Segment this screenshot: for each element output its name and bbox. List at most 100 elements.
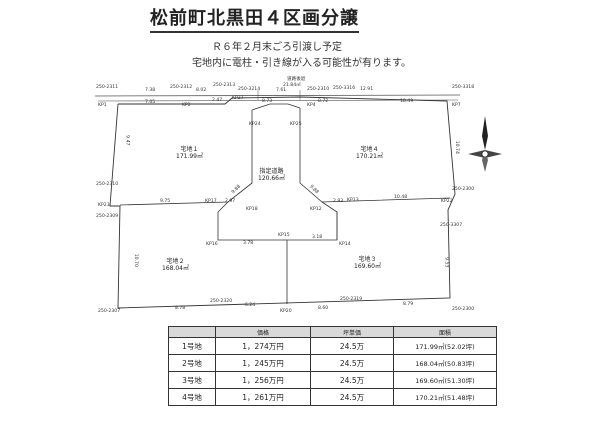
distance: 9.53	[443, 257, 449, 268]
lot1-area: 171.99㎡	[176, 153, 203, 161]
distance: 10.70	[132, 253, 138, 267]
distance: 8.78	[175, 306, 186, 311]
table-row: 3号地 1，256万円 24.5万 169.60㎡(51.30坪)	[168, 371, 497, 389]
table-header: 坪単価	[310, 326, 394, 338]
parcel-no: 250-2310	[307, 87, 330, 92]
distance: 8.73	[262, 99, 273, 104]
distance: 9.75	[160, 199, 171, 204]
distance: 6.24	[245, 303, 256, 308]
road-line-top	[94, 94, 461, 97]
parcel-no: 250-3318	[452, 85, 475, 90]
kp-marker: KP16	[206, 242, 218, 247]
kp-marker: KP27	[232, 96, 244, 101]
kp-marker: KP25	[290, 122, 302, 127]
lot-cell: 4号地	[168, 388, 216, 406]
designated-road-area: 120.66㎡	[258, 175, 285, 183]
price-cell: 1，256万円	[215, 371, 311, 389]
area-cell: 168.04㎡(50.83坪)	[393, 354, 497, 372]
distance: 3.18	[312, 235, 323, 240]
kp-marker: KP13	[347, 198, 359, 203]
parcel-no: 250-2320	[210, 299, 233, 304]
distance: 10.74	[453, 140, 459, 154]
distance: 2.97	[225, 199, 236, 204]
delivery-note: Ｒ６年２月末ごろ引渡し予定	[212, 42, 342, 53]
unit-price-cell: 24.5万	[310, 354, 394, 372]
lot4-area: 170.21㎡	[356, 153, 383, 161]
distance: 3.78	[243, 241, 254, 246]
distance: 7.61	[276, 88, 287, 93]
lot1-name: 宅地１	[180, 146, 199, 153]
distance: 7.05	[145, 100, 156, 105]
area-cell: 171.99㎡(52.02坪)	[393, 337, 497, 355]
distance: 8.02	[196, 88, 207, 93]
kp-marker: KP15	[278, 233, 290, 238]
unit-price-cell: 24.5万	[310, 337, 394, 355]
area-cell: 170.21㎡(51.48坪)	[393, 388, 497, 406]
price-table: 価格 坪単価 面積 1号地 1，274万円 24.5万 171.99㎡(52.0…	[168, 326, 497, 406]
unit-price-cell: 24.5万	[310, 388, 394, 406]
parcel-no: 250-2300	[452, 307, 475, 312]
parcel-no: 250-2311	[96, 85, 119, 90]
lot1-label: 宅地１ 171.99㎡	[176, 146, 203, 160]
area-cell: 169.60㎡(51.30坪)	[393, 371, 497, 389]
table-header	[168, 326, 216, 338]
lot-cell: 1号地	[168, 337, 216, 355]
parcel-no: 250-3316	[333, 86, 356, 91]
lot2-label: 宅地２ 168.04㎡	[162, 258, 189, 272]
parcel-no: 250-2307	[98, 309, 121, 314]
lot3-name: 宅地３	[358, 256, 377, 263]
designated-road-label: 指定道路 120.66㎡	[258, 168, 285, 182]
parcel-no: 250-2309	[96, 214, 119, 219]
unit-price-cell: 24.5万	[310, 371, 394, 389]
kp-marker: KP23	[98, 203, 110, 208]
kp-marker: KP20	[280, 309, 292, 314]
lot3-label: 宅地３ 169.60㎡	[354, 256, 381, 270]
table-row: 2号地 1，245万円 24.5万 168.04㎡(50.83坪)	[168, 354, 497, 372]
distance: 12.91	[360, 87, 374, 92]
table-header-row: 価格 坪単価 面積	[168, 326, 497, 338]
setback-label: 道路後退	[287, 77, 306, 82]
table-header: 価格	[215, 326, 311, 338]
price-cell: 1，245万円	[215, 354, 311, 372]
distance: 10.48	[394, 195, 408, 200]
north-arrow-icon	[468, 116, 502, 172]
kp-marker: KP14	[339, 242, 351, 247]
lot4-name: 宅地４	[360, 146, 379, 153]
table-row: 1号地 1，274万円 24.5万 171.99㎡(52.02坪)	[168, 337, 497, 355]
outer-boundary	[109, 96, 456, 309]
kp-marker: KP2	[182, 103, 191, 108]
parcel-no: 250-3214	[238, 87, 261, 92]
distance: 8.72	[318, 99, 329, 104]
price-cell: 1，274万円	[215, 337, 311, 355]
parcel-no: 250-2313	[213, 83, 236, 88]
distance: 2.93	[333, 199, 344, 204]
table-row: 4号地 1，261万円 24.5万 170.21㎡(51.48坪)	[168, 388, 497, 406]
parcel-no: 250-2319	[340, 297, 363, 302]
kp-marker: KP17	[205, 199, 217, 204]
distance: 2.47	[212, 98, 223, 103]
lot2-area: 168.04㎡	[162, 265, 189, 273]
lot4-label: 宅地４ 170.21㎡	[356, 146, 383, 160]
parcel-no: 250-2310	[96, 182, 119, 187]
kp-marker: KP4	[307, 103, 316, 108]
distance: 8.79	[403, 302, 414, 307]
parcel-no: 250-2300	[452, 187, 475, 192]
table-header: 面積	[393, 326, 497, 338]
lot1-boundary	[119, 110, 253, 206]
distance: 9.47	[124, 135, 130, 146]
designated-road-name: 指定道路	[259, 168, 284, 175]
distance: 18.49	[400, 99, 414, 104]
lot-cell: 2号地	[168, 354, 216, 372]
lot4-boundary	[299, 108, 451, 203]
lot2-name: 宅地２	[166, 258, 185, 265]
setback-area: 21.84㎡	[283, 83, 301, 88]
kp-marker: KP12	[310, 207, 322, 212]
lot-cell: 3号地	[168, 371, 216, 389]
road-line-top-2	[97, 99, 459, 102]
kp-marker: KP7	[452, 103, 461, 108]
kp-marker: KP1	[98, 103, 107, 108]
page-title: 松前町北黒田４区画分譲	[150, 4, 359, 33]
road-entrance	[251, 103, 301, 111]
kp-marker: KP24	[249, 122, 261, 127]
